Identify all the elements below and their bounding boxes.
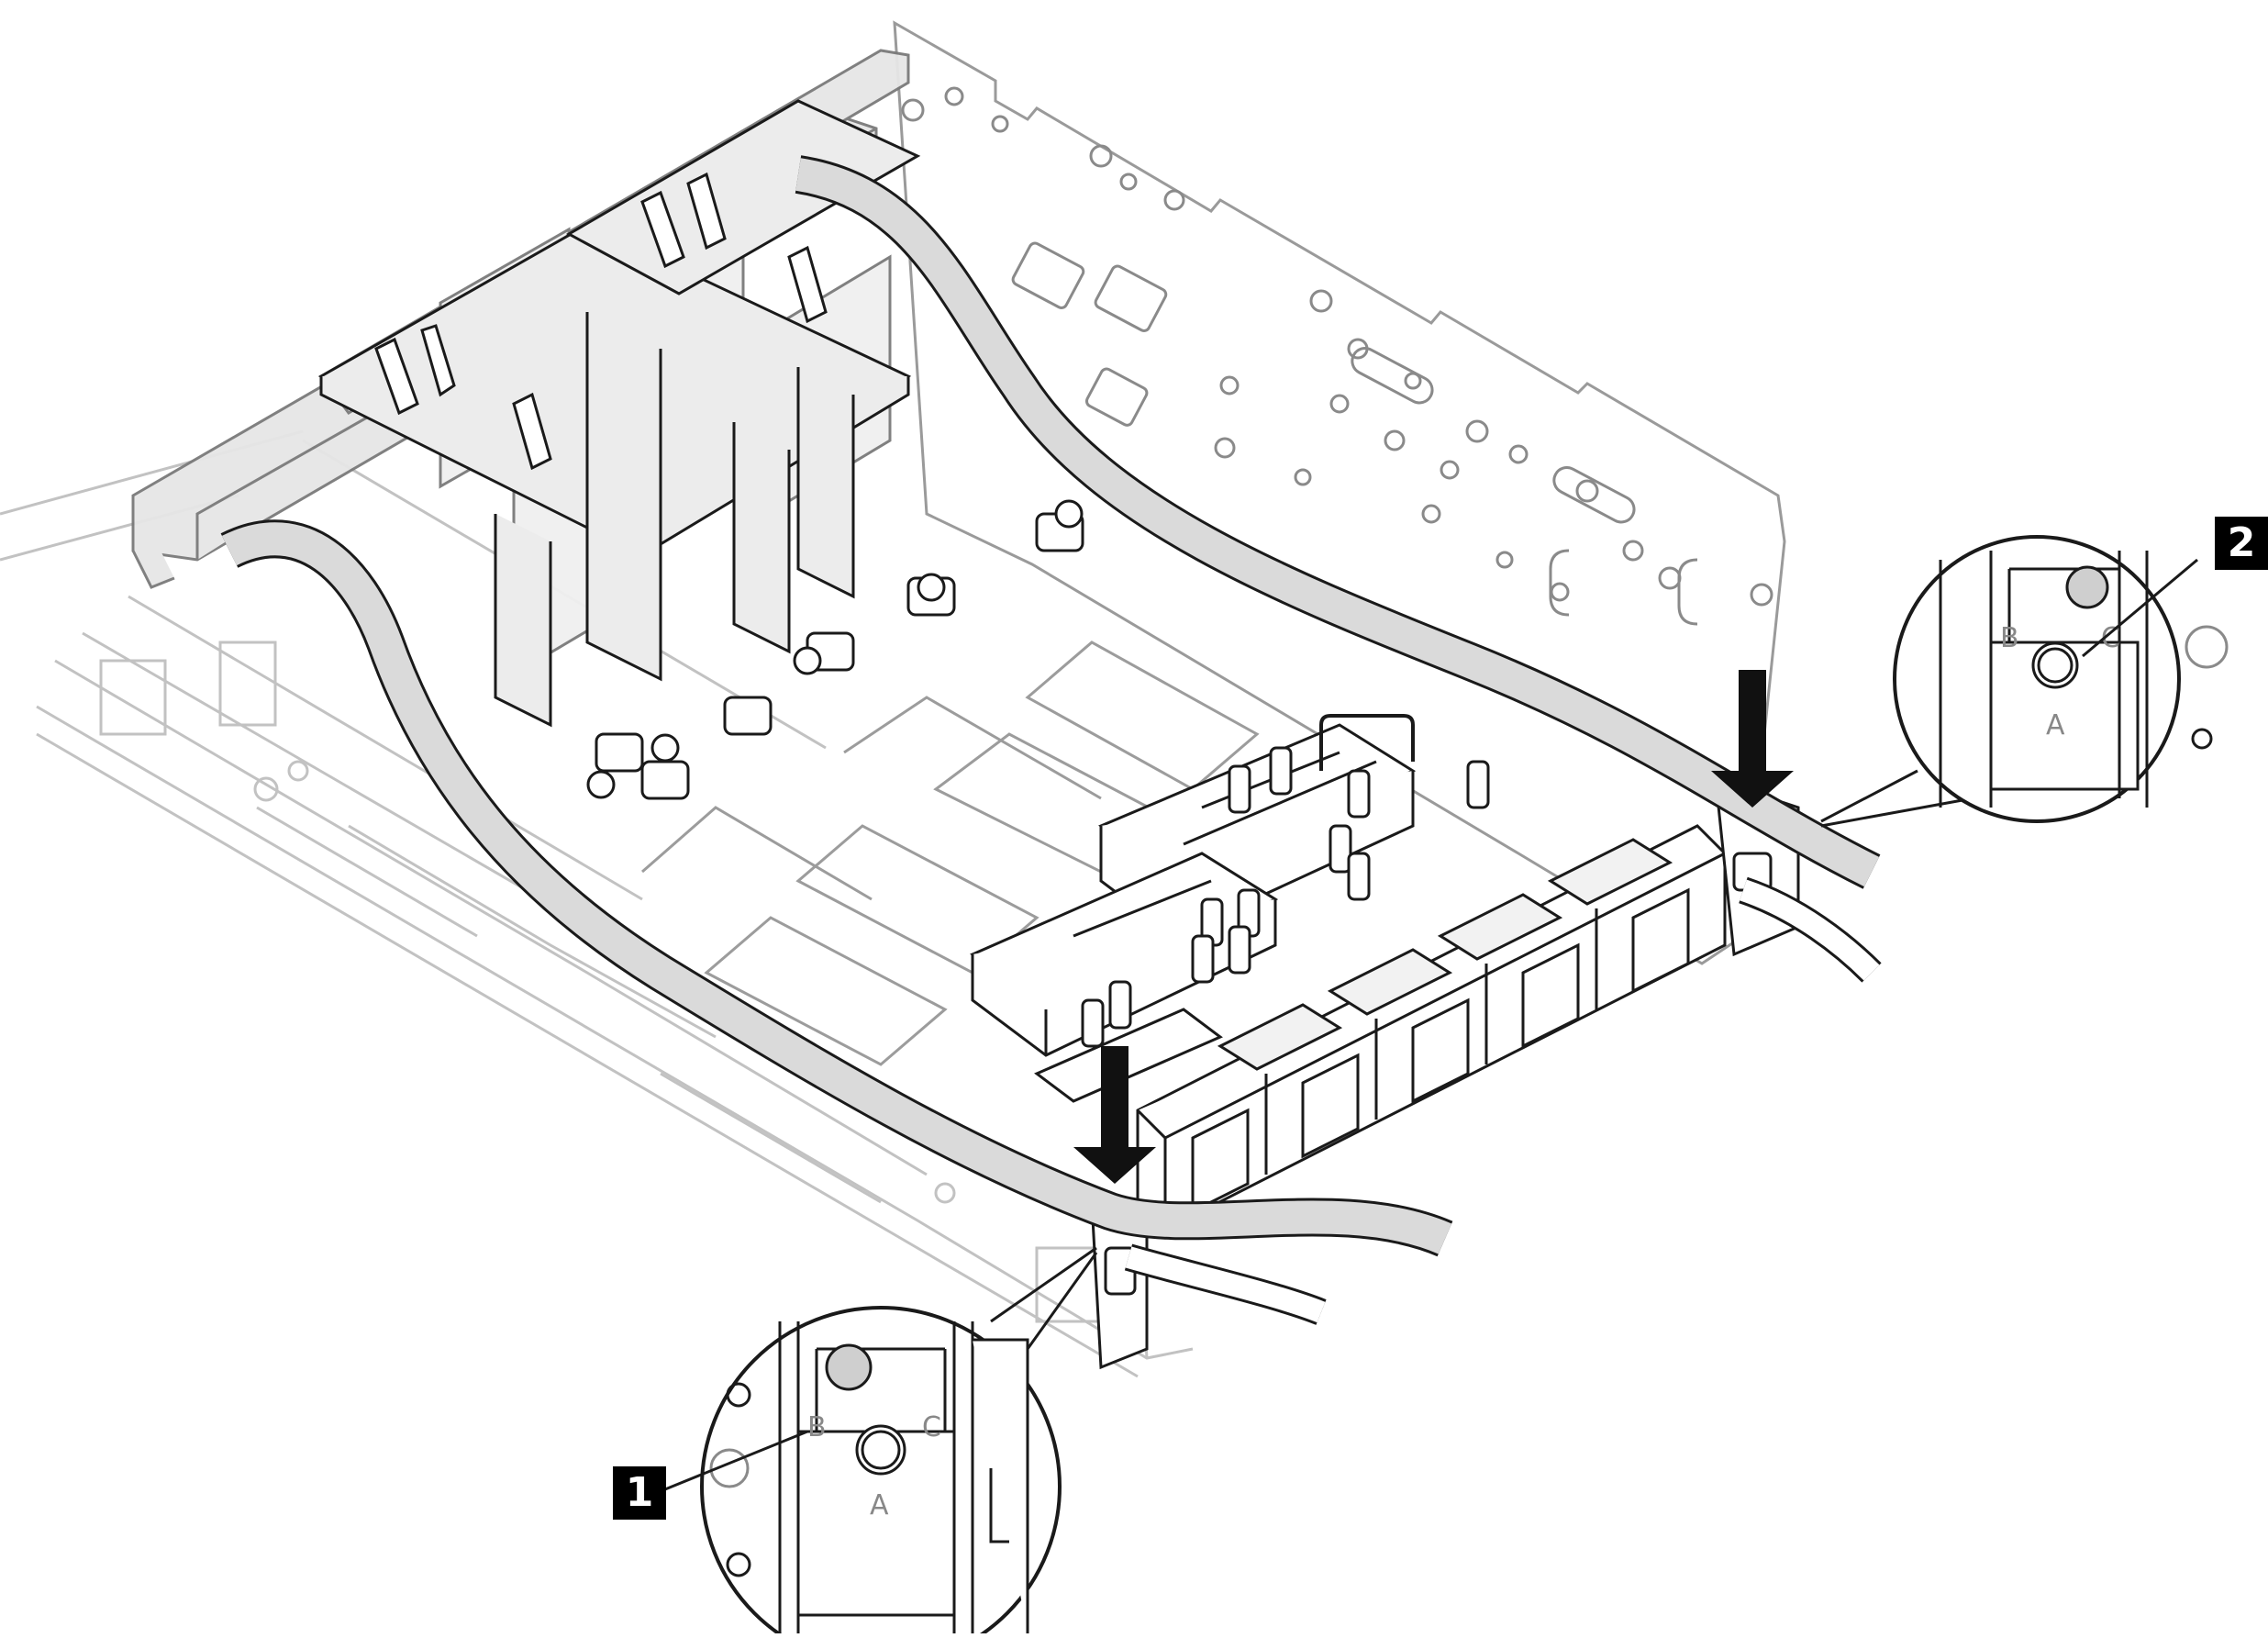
- cpu-handle: [1319, 714, 1415, 771]
- slot-a-label-2: A: [2046, 709, 2065, 741]
- spring-screws: [1081, 746, 1490, 1048]
- zoom-detail-1: B C A: [660, 1306, 1062, 1638]
- release-levers: [374, 172, 828, 471]
- rear-panel-holes: [901, 86, 1773, 626]
- zoom-leader-lines-2: [1820, 769, 1973, 828]
- down-arrow-icon: [1711, 670, 1794, 808]
- zoom-detail-2: B C A: [1893, 535, 2229, 823]
- slot-b-label-2: B: [2000, 622, 2019, 654]
- callout-1-leader: [660, 1430, 808, 1493]
- coolant-hose-left: [220, 519, 1453, 1257]
- down-arrow-icon: [1073, 1046, 1156, 1184]
- rear-chassis-panel: [893, 20, 1786, 965]
- slot-c-label-1: C: [922, 1411, 941, 1443]
- callout-2-leader: [2082, 558, 2198, 658]
- callout-badge-2: 2: [2215, 517, 2268, 570]
- cold-plate-fittings: [586, 499, 1084, 800]
- outlet-hose-left: [1124, 1243, 1327, 1325]
- callout-badge-1: 1: [613, 1466, 666, 1520]
- zoom-leader-lines-1: [990, 1246, 1098, 1350]
- outlet-hose-right: [1739, 876, 1882, 983]
- coolant-hose-right: [795, 155, 1881, 889]
- slot-a-label-1: A: [870, 1489, 889, 1521]
- top-bracket-bars: [317, 99, 921, 728]
- slot-b-label-1: B: [807, 1411, 827, 1443]
